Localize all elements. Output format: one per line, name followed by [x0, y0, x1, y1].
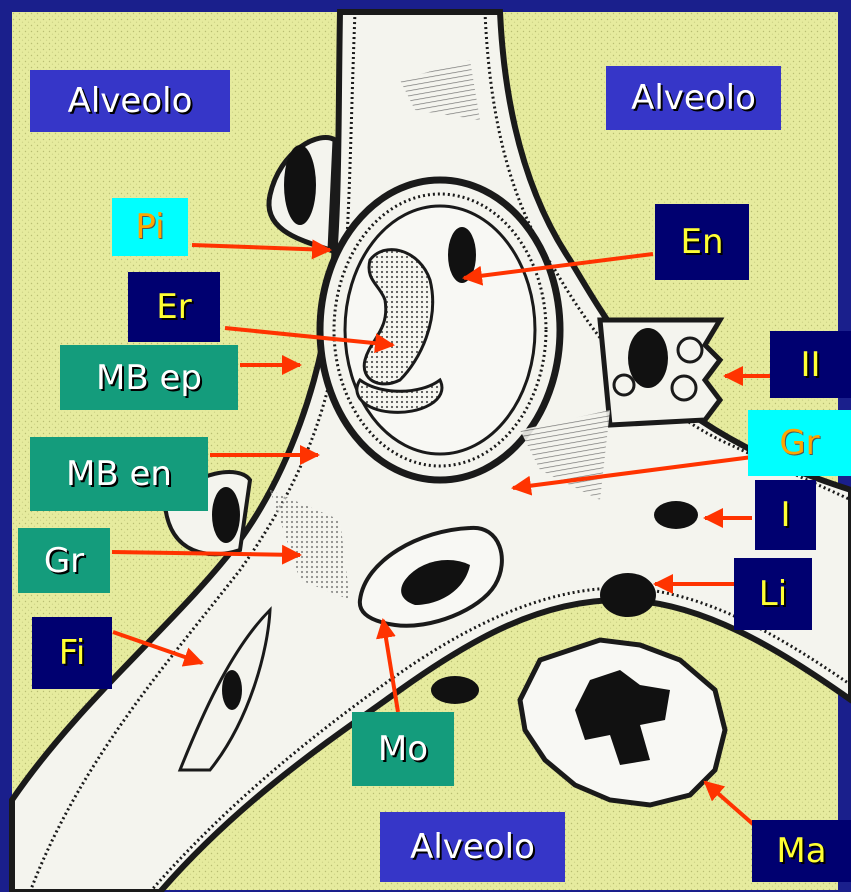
label-en: En	[655, 204, 749, 280]
fibroblast-nucleus	[222, 670, 242, 710]
label-alveolo-top-right: Alveolo	[606, 66, 781, 130]
label-i: I	[755, 480, 816, 550]
label-gr-left: Gr	[18, 528, 110, 593]
label-mo: Mo	[352, 712, 454, 786]
label-fi: Fi	[32, 617, 112, 689]
pneumocyte-i-right-nucleus	[654, 501, 698, 529]
endothelial-nucleus	[448, 227, 476, 283]
lymphocyte	[600, 573, 656, 617]
label-mb-en: MB en	[30, 437, 208, 511]
label-ma: Ma	[752, 820, 851, 882]
lower-endothelial-nucleus	[431, 676, 479, 704]
label-er: Er	[128, 272, 220, 342]
label-pi: Pi	[112, 198, 188, 256]
label-alveolo-bottom: Alveolo	[380, 812, 565, 882]
pneumocyte-ii-nucleus	[628, 328, 668, 388]
label-alveolo-top-left: Alveolo	[30, 70, 230, 132]
label-mb-ep: MB ep	[60, 345, 238, 410]
label-gr-right: Gr	[748, 410, 851, 476]
capillary-lumen	[345, 206, 535, 454]
pneumocyte-i-nucleus	[284, 145, 316, 225]
left-cell-nucleus	[212, 487, 240, 543]
label-ii: II	[770, 331, 851, 398]
label-li: Li	[734, 558, 812, 630]
